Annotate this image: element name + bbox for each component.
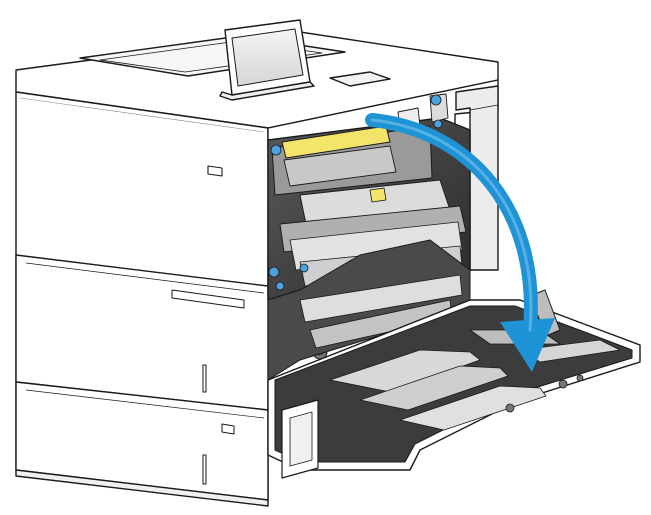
tray-2-label [171, 289, 245, 309]
open-direction-arrow-icon [365, 113, 555, 372]
tray-2-level-indicator [202, 364, 207, 393]
tray-3-lock [221, 423, 235, 435]
control-panel-icon [219, 19, 315, 101]
lock-icon [207, 165, 223, 177]
fuser-highlight [281, 125, 391, 159]
tray-3-level-indicator [202, 454, 207, 485]
